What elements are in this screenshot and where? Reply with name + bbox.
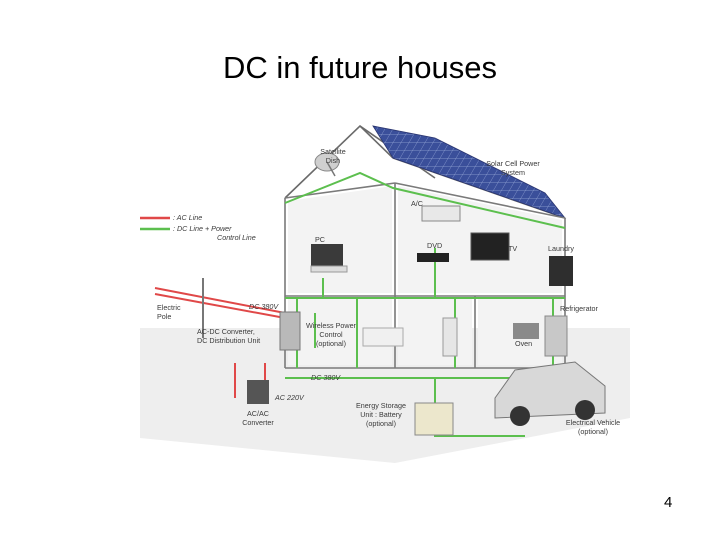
page-number: 4 <box>664 494 673 511</box>
svg-text:Oven: Oven <box>515 339 532 348</box>
satellite-dish-icon <box>314 152 340 177</box>
svg-text:AC 220V: AC 220V <box>274 393 305 402</box>
svg-text:Laundry: Laundry <box>548 244 574 253</box>
svg-text:Refrigerator: Refrigerator <box>560 304 599 313</box>
svg-text:Electric: Electric <box>157 303 181 312</box>
svg-text:: DC Line + Power: : DC Line + Power <box>173 224 232 233</box>
svg-text:Satellite: Satellite <box>320 147 346 156</box>
svg-text:AC/AC: AC/AC <box>247 409 269 418</box>
solar-panel-array <box>372 125 567 219</box>
svg-text:AC-DC Converter,: AC-DC Converter, <box>197 327 255 336</box>
svg-text:Unit : Battery: Unit : Battery <box>360 410 402 419</box>
svg-text:DC 380V: DC 380V <box>311 373 341 382</box>
svg-text:Dish: Dish <box>326 156 340 165</box>
electric-vehicle-icon <box>494 361 606 426</box>
svg-text:Control Line: Control Line <box>217 233 256 242</box>
dvd-player-icon <box>417 253 449 262</box>
air-conditioner-icon <box>421 205 461 222</box>
acac-converter-icon <box>247 380 269 404</box>
svg-text:DC 380V: DC 380V <box>249 302 279 311</box>
svg-text:(optional): (optional) <box>316 339 346 348</box>
svg-text:Converter: Converter <box>242 418 274 427</box>
battery-icon <box>414 402 454 436</box>
svg-text:DVD: DVD <box>427 241 442 250</box>
svg-text:(optional): (optional) <box>366 419 396 428</box>
acdc-converter-icon <box>279 311 301 351</box>
svg-text:Pole: Pole <box>157 312 171 321</box>
svg-text:Solar Cell Power: Solar Cell Power <box>486 159 540 168</box>
svg-text:System: System <box>501 168 525 177</box>
svg-text:TV: TV <box>508 244 517 253</box>
diagram-labels: Satellite Dish Solar Cell Power System A… <box>157 147 620 436</box>
svg-text:Control: Control <box>319 330 343 339</box>
svg-text:: AC Line: : AC Line <box>173 213 202 222</box>
pc-icon <box>310 244 348 273</box>
svg-text:DC Distribution Unit: DC Distribution Unit <box>197 336 260 345</box>
house-power-diagram: : AC Line : DC Line + Power Control Line <box>140 124 630 463</box>
tv-icon <box>470 232 510 261</box>
svg-text:PC: PC <box>315 235 325 244</box>
kitchen-unit-icon <box>362 327 404 347</box>
cooling-tower-icon <box>442 317 458 357</box>
svg-text:(optional): (optional) <box>578 427 608 436</box>
svg-text:A/C: A/C <box>411 199 423 208</box>
svg-text:Energy Storage: Energy Storage <box>356 401 406 410</box>
legend: : AC Line : DC Line + Power Control Line <box>140 213 256 242</box>
svg-text:Electrical Vehicle: Electrical Vehicle <box>566 418 620 427</box>
svg-text:Wireless Power: Wireless Power <box>306 321 357 330</box>
refrigerator-icon <box>544 315 568 357</box>
slide-title: DC in future houses <box>223 50 497 85</box>
oven-icon <box>513 323 539 339</box>
laundry-machine-icon <box>549 256 573 286</box>
